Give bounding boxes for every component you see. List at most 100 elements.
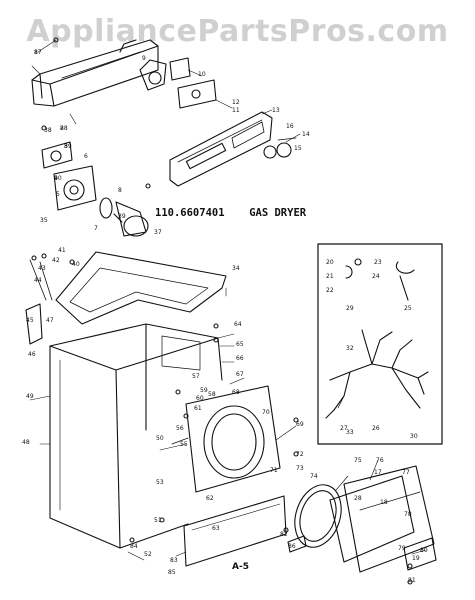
leader-lines bbox=[29, 39, 379, 561]
callout-50: 50 bbox=[156, 435, 164, 442]
callout-40: 40 bbox=[72, 261, 80, 268]
side-bracket bbox=[25, 253, 53, 345]
callout-1: 1 bbox=[34, 49, 38, 56]
callout-19: 19 bbox=[412, 555, 420, 562]
callout-41: 41 bbox=[58, 247, 66, 254]
callout-21: 21 bbox=[326, 273, 334, 280]
callout-78: 78 bbox=[404, 511, 412, 518]
callout-6: 6 bbox=[84, 153, 88, 160]
callout-73: 73 bbox=[296, 465, 304, 472]
callout-39: 39 bbox=[118, 213, 126, 220]
callout-24: 24 bbox=[372, 273, 380, 280]
door-hinge bbox=[283, 527, 307, 553]
callout-34: 34 bbox=[232, 265, 240, 272]
callout-32: 32 bbox=[346, 345, 354, 352]
callout-37: 37 bbox=[154, 229, 162, 236]
door-assembly bbox=[329, 465, 437, 573]
callout-51: 51 bbox=[154, 517, 162, 524]
callout-30: 30 bbox=[410, 433, 418, 440]
callout-14: 14 bbox=[302, 131, 310, 138]
toe-kick-panel bbox=[183, 495, 287, 567]
callout-28: 28 bbox=[354, 495, 362, 502]
callout-15: 15 bbox=[294, 145, 302, 152]
callout-10: 10 bbox=[198, 71, 206, 78]
cabinet-top bbox=[55, 251, 227, 325]
callout-62: 62 bbox=[206, 495, 214, 502]
callout-33: 33 bbox=[346, 429, 354, 436]
callout-8: 8 bbox=[118, 187, 122, 194]
callout-23: 23 bbox=[374, 259, 382, 266]
callout-72: 72 bbox=[296, 451, 304, 458]
callout-85: 85 bbox=[168, 569, 176, 576]
callout-48: 48 bbox=[22, 439, 30, 446]
callout-88: 88 bbox=[60, 125, 68, 132]
callout-56: 56 bbox=[176, 425, 184, 432]
callout-12: 12 bbox=[232, 99, 240, 106]
callout-57: 57 bbox=[192, 373, 200, 380]
page-code: A-5 bbox=[232, 562, 249, 572]
callout-59: 59 bbox=[200, 387, 208, 394]
callout-58: 58 bbox=[208, 391, 216, 398]
callout-4: 4 bbox=[54, 175, 58, 182]
product-caption: GAS DRYER bbox=[249, 207, 307, 219]
callout-49: 49 bbox=[26, 393, 34, 400]
callout-25: 25 bbox=[404, 305, 412, 312]
callout-55: 55 bbox=[180, 441, 188, 448]
callout-82: 82 bbox=[280, 531, 288, 538]
front-bulkhead bbox=[171, 385, 281, 493]
callout-38: 38 bbox=[44, 127, 52, 134]
callout-3: 3 bbox=[64, 143, 68, 150]
wiring-harness-box bbox=[317, 243, 443, 445]
callout-44: 44 bbox=[34, 277, 42, 284]
callout-80: 80 bbox=[420, 547, 428, 554]
callout-17: 17 bbox=[374, 469, 382, 476]
callout-66: 66 bbox=[236, 355, 244, 362]
timer-assembly bbox=[139, 57, 217, 109]
callout-79: 79 bbox=[398, 545, 406, 552]
callout-43: 43 bbox=[38, 265, 46, 272]
model-number: 110.6607401 bbox=[155, 207, 225, 219]
callout-5: 5 bbox=[56, 191, 60, 198]
callout-63: 63 bbox=[212, 525, 220, 532]
callout-90: 90 bbox=[54, 175, 62, 182]
callout-69: 69 bbox=[296, 421, 304, 428]
callout-13: 13 bbox=[272, 107, 280, 114]
callout-52: 52 bbox=[144, 551, 152, 558]
callout-81: 81 bbox=[408, 577, 416, 584]
callout-16: 16 bbox=[286, 123, 294, 130]
fasteners bbox=[41, 37, 413, 585]
callout-83: 83 bbox=[170, 557, 178, 564]
watermark-logo: AppliancePartsPros.com bbox=[26, 14, 449, 49]
callout-74: 74 bbox=[310, 473, 318, 480]
callout-65: 65 bbox=[236, 341, 244, 348]
callout-53: 53 bbox=[156, 479, 164, 486]
callout-46: 46 bbox=[28, 351, 36, 358]
model-caption: 110.6607401 GAS DRYER bbox=[155, 207, 306, 219]
callout-67: 67 bbox=[236, 371, 244, 378]
control-panel bbox=[169, 111, 273, 187]
callout-68: 68 bbox=[232, 389, 240, 396]
callout-22: 22 bbox=[326, 287, 334, 294]
callout-77: 77 bbox=[402, 469, 410, 476]
callout-29: 29 bbox=[346, 305, 354, 312]
callout-64: 64 bbox=[234, 321, 242, 328]
callout-9: 9 bbox=[142, 55, 146, 62]
callout-27: 27 bbox=[340, 425, 348, 432]
cabinet bbox=[49, 323, 223, 549]
callout-7: 7 bbox=[94, 225, 98, 232]
callout-76: 76 bbox=[376, 457, 384, 464]
callout-35: 35 bbox=[40, 217, 48, 224]
callout-70: 70 bbox=[262, 409, 270, 416]
callout-61: 61 bbox=[194, 405, 202, 412]
callout-45: 45 bbox=[26, 317, 34, 324]
callout-42: 42 bbox=[52, 257, 60, 264]
callout-2: 2 bbox=[60, 125, 64, 132]
callout-84: 84 bbox=[130, 543, 138, 550]
callout-26: 26 bbox=[372, 425, 380, 432]
callout-11: 11 bbox=[232, 107, 240, 114]
exhaust-duct bbox=[99, 197, 149, 237]
callout-75: 75 bbox=[354, 457, 362, 464]
callout-47: 47 bbox=[46, 317, 54, 324]
